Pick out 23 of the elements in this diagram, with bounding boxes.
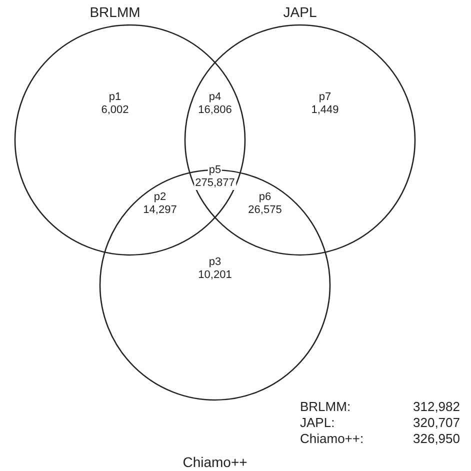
total-value: 320,707 xyxy=(413,415,460,430)
set-name: JAPL: xyxy=(300,415,335,430)
region-count: 6,002 xyxy=(101,104,129,117)
set-name: Chiamo++: xyxy=(300,431,364,446)
region-count: 26,575 xyxy=(248,204,282,217)
region-count: 275,877 xyxy=(194,177,236,190)
region-label: p4 xyxy=(208,91,222,104)
set-name: BRLMM: xyxy=(300,399,351,414)
region-count: 10,201 xyxy=(198,269,232,282)
region-count: 16,806 xyxy=(198,104,232,117)
region-label: p7 xyxy=(318,91,332,104)
region-label: p5 xyxy=(208,164,222,177)
region-count: 14,297 xyxy=(143,204,177,217)
set-title: Chiamo++ xyxy=(182,454,248,470)
region-label: p3 xyxy=(208,256,222,269)
set-title: BRLMM xyxy=(90,4,140,20)
total-value: 326,950 xyxy=(413,431,460,446)
total-value: 312,982 xyxy=(413,399,460,414)
region-label: p2 xyxy=(154,191,166,204)
set-title: JAPL xyxy=(283,4,317,20)
region-label: p6 xyxy=(258,191,272,204)
region-label: p1 xyxy=(108,91,122,104)
region-count: 1,449 xyxy=(311,104,339,117)
